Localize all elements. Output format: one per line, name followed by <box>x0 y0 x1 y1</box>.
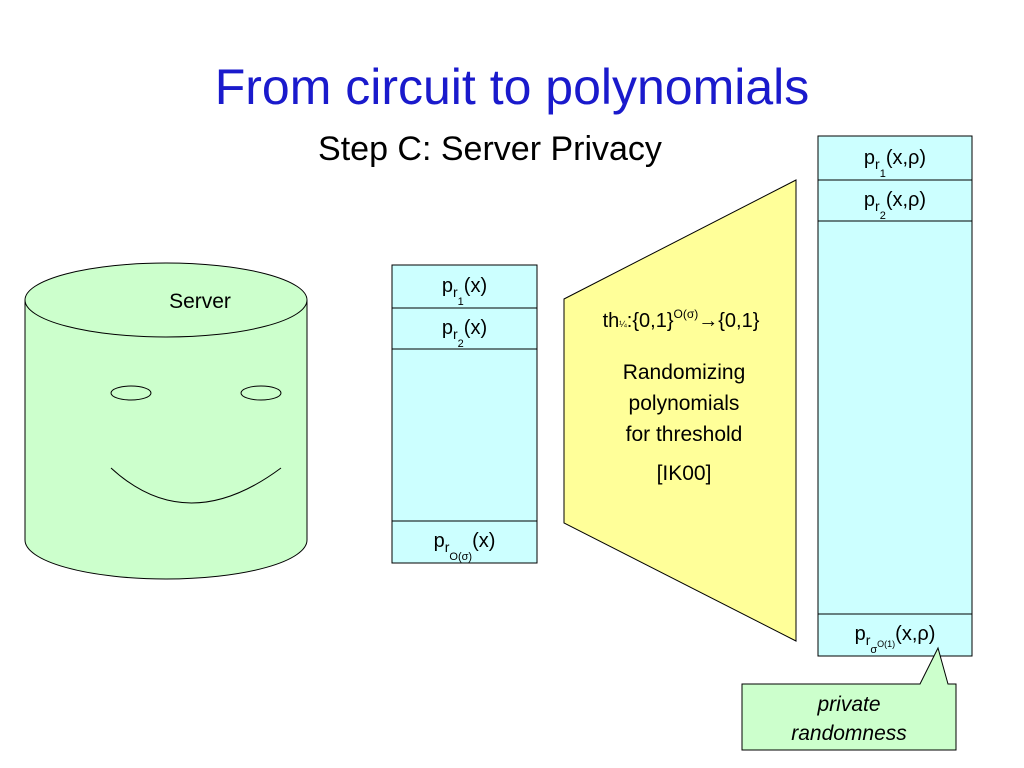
randomizing-transform <box>563 179 797 642</box>
poly-item-last: prO(σ)(x) <box>433 530 496 563</box>
randomized-item-last: prσO(1)(x,ρ) <box>854 623 936 656</box>
callout-line-2: randomness <box>791 722 907 745</box>
randomized-item-2: pr2(x,ρ) <box>863 189 927 222</box>
slide-subtitle: Step C: Server Privacy <box>318 130 662 168</box>
callout-label: private randomness <box>742 690 956 748</box>
smile-mouth <box>110 467 282 504</box>
transform-line-2: polynomials <box>628 392 740 415</box>
poly-item-2: pr2(x) <box>441 317 488 350</box>
callout-box <box>741 646 957 751</box>
poly-item-1: pr1(x) <box>441 275 488 308</box>
polynomial-list <box>391 264 538 564</box>
transform-line-1: Randomizing <box>622 361 746 384</box>
server-cylinder <box>24 262 308 580</box>
slide-title: From circuit to polynomials <box>214 59 810 115</box>
randomized-polynomial-list <box>817 135 973 657</box>
server-label: Server <box>169 290 231 313</box>
transform-line-3: for threshold <box>625 423 743 446</box>
right-eye <box>240 385 282 401</box>
threshold-formula: th¼:{0,1}O(σ)→{0,1} <box>602 307 760 332</box>
randomized-item-1: pr1(x,ρ) <box>863 147 927 180</box>
transform-citation: [IK00] <box>656 462 712 485</box>
left-eye <box>110 385 152 401</box>
callout-line-1: private <box>817 693 881 716</box>
smiley-face <box>110 385 282 504</box>
